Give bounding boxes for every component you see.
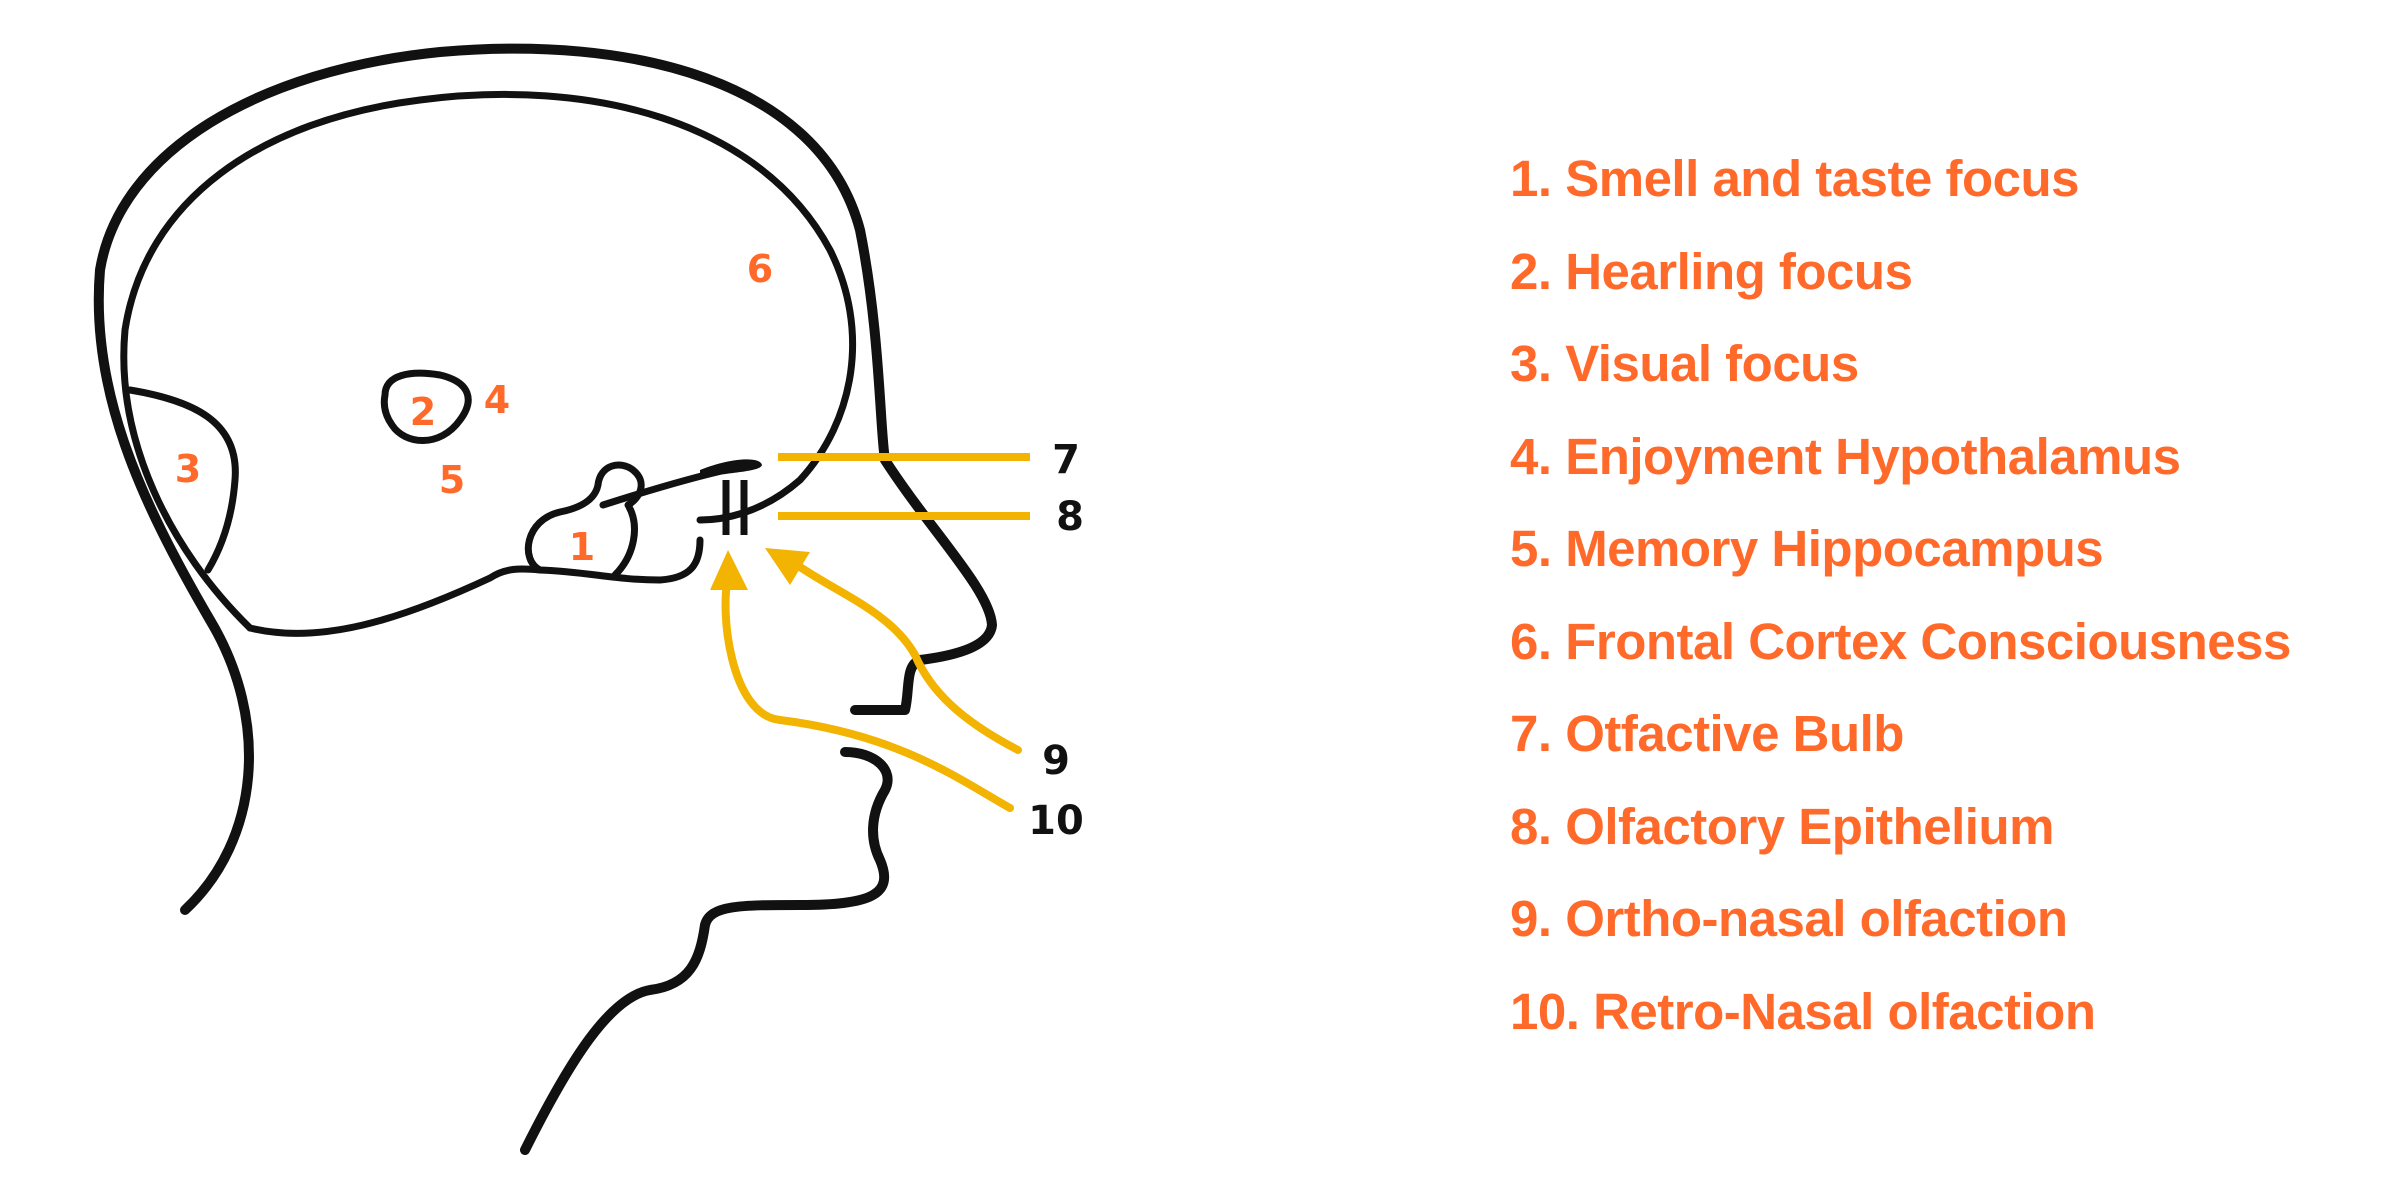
chin-neck-outline [520,747,893,1155]
marker-1: 1 [569,525,595,569]
marker-8: 8 [1056,494,1084,540]
marker-4: 4 [484,378,510,422]
skull-inner-outline [120,90,856,632]
marker-9: 9 [1042,738,1070,784]
legend-item-3: 3. Visual focus [1510,335,1859,392]
legend-item-8: 8. Olfactory Epithelium [1510,797,2054,855]
legend-item-10: 10. Retro-Nasal olfaction [1510,982,2096,1040]
legend-item-2: 2. Hearling focus [1510,242,1913,300]
smell-taste-structure [524,461,645,579]
legend-item-4: 4. Enjoyment Hypothalamus [1510,427,2181,485]
ear-circle [380,369,472,444]
head-outline [93,43,997,915]
marker-10: 10 [1028,798,1084,844]
visual-area-outline [126,386,239,574]
legend-item-9: 9. Ortho-nasal olfaction [1510,890,2068,947]
marker-2: 2 [410,390,436,434]
marker-7: 7 [1052,437,1080,483]
retro-nasal-arrowhead [710,550,748,590]
legend-item-1: 1. Smell and taste focus [1510,150,2080,207]
ortho-nasal-arrow-path [786,556,1022,754]
legend-list: 1. Smell and taste focus 2. Hearling foc… [1510,148,2390,1073]
marker-6: 6 [747,247,773,291]
ortho-nasal-arrowhead [765,548,810,585]
marker-5: 5 [439,458,465,502]
olfactory-bulb [700,459,762,478]
legend-item-7: 7. Otfactive Bulb [1510,705,1904,762]
legend-item-6: 6. Frontal Cortex Consciousness [1510,612,2291,670]
marker-3: 3 [175,447,201,491]
retro-nasal-arrow-path [721,576,1014,812]
legend-item-5: 5. Memory Hippocampus [1510,520,2104,577]
